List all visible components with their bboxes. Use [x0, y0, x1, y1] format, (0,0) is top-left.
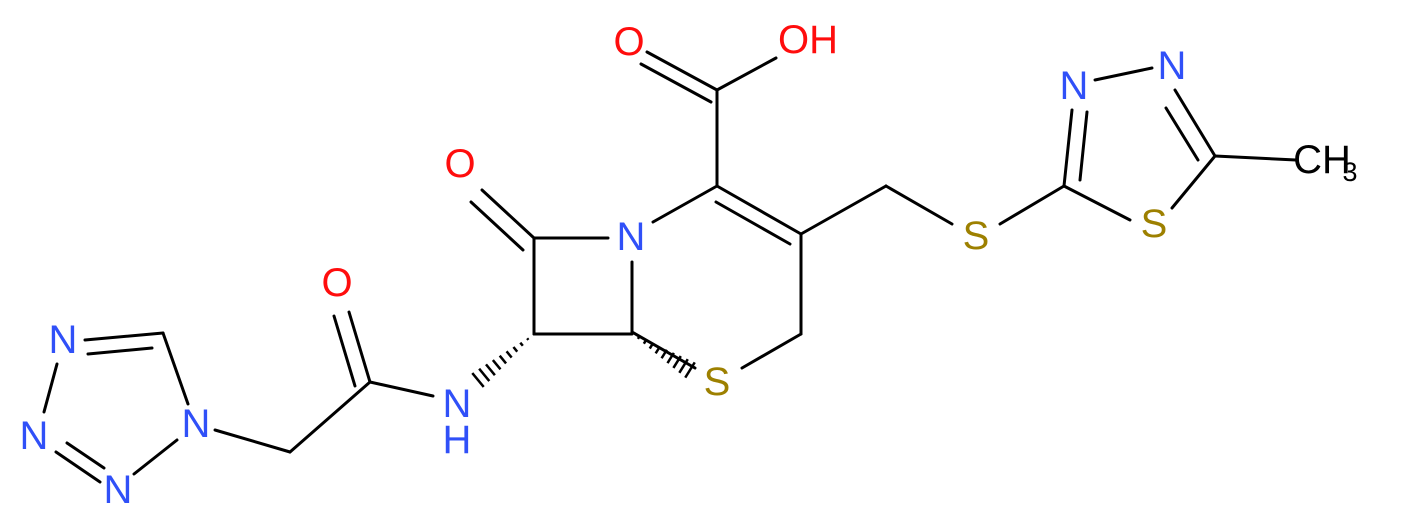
thioether-sulfur-label: S — [963, 214, 990, 258]
bond-td-n4-c5 — [1173, 88, 1217, 158]
tetrazole-n3-label: N — [20, 414, 49, 458]
bond-tz-n4-n3 — [42, 362, 59, 414]
amide-hydrogen-label: H — [443, 418, 472, 462]
tetrazole-n1-label: N — [182, 402, 211, 446]
bond-td-c5-ch3 — [1213, 154, 1298, 162]
hash-bond-c7-nh — [498, 354, 508, 365]
bond-td-c2-n3 — [1062, 108, 1074, 188]
hash-bond-c6-s — [672, 355, 682, 369]
bond-camide-ch2 — [288, 380, 372, 454]
methyl-subscript: 3 — [1342, 157, 1357, 187]
hash-bond-c7-nh — [512, 346, 519, 353]
thiadiazole-n4-label: N — [1158, 44, 1187, 88]
bond-tz-n1-c5 — [161, 331, 190, 406]
bond-carboxyl-c-o-b — [639, 62, 713, 104]
bonds — [42, 50, 1298, 484]
bond-td-n3-n4 — [1093, 66, 1154, 82]
bond-tz-n3-n2-inner — [65, 441, 106, 470]
bond-tz-c5-n4-inner — [86, 346, 154, 356]
bond-tz-c5-n4 — [83, 331, 165, 342]
bond-carboxyl-c-o-a — [645, 50, 719, 92]
bond-s-thiadiazole — [998, 184, 1066, 226]
thiadiazole-sulfur-label: S — [1141, 202, 1168, 246]
bond-td-c5-s1 — [1170, 154, 1217, 210]
bond-tz-n2-n1 — [132, 438, 179, 476]
bond-c8-o-a — [480, 188, 536, 240]
hash-bond-c6-s — [654, 345, 661, 355]
bond-c2-n — [651, 184, 719, 224]
bond-c8-o-b — [469, 200, 525, 252]
amide-nitrogen-label: N — [443, 382, 472, 426]
bond-nh-camide — [368, 380, 435, 398]
bond-td-c2-n3-inner — [1078, 110, 1089, 182]
hash-bond-c6-s — [642, 339, 648, 345]
bond-td-s1-c2 — [1062, 184, 1132, 222]
tetrazole-n2-label: N — [104, 468, 133, 512]
hash-bond-c7-nh — [491, 359, 502, 371]
bond-c2-c3 — [715, 184, 803, 236]
carboxyl-oxygen-label: O — [613, 20, 644, 64]
hash-bond-c7-nh — [471, 372, 485, 388]
bond-c3-ch2 — [799, 184, 888, 236]
amide-oxygen-label: O — [321, 261, 352, 305]
hash-bond-c6-s — [684, 361, 696, 379]
bond-carboxyl-c-oh — [715, 56, 778, 92]
bond-ch2-s — [884, 184, 954, 226]
stereo-hash-bonds — [471, 336, 696, 388]
methyl-label: CH — [1293, 138, 1351, 182]
hash-bond-c6-s — [666, 352, 675, 364]
bond-c2-c3-inner — [714, 200, 792, 246]
thiadiazole-n3-label: N — [1060, 64, 1089, 108]
hash-bond-c7-nh — [505, 350, 513, 359]
tetrazole-n4-label: N — [49, 318, 78, 362]
bond-ch2-tetrazole — [213, 428, 292, 454]
bond-c4-s — [740, 332, 803, 370]
hash-bond-c6-s — [636, 336, 641, 340]
hash-bond-c6-s — [678, 358, 689, 374]
bond-s-c6 — [630, 330, 697, 370]
hash-bond-c6-s — [660, 349, 668, 359]
hash-bond-c7-nh — [485, 363, 496, 376]
lactam-nitrogen-label: N — [617, 215, 646, 259]
bond-camide-o-a — [347, 310, 372, 384]
bond-tz-n3-n2 — [54, 450, 102, 484]
hash-bond-c7-nh — [478, 367, 491, 382]
bond-camide-o-b — [332, 314, 357, 388]
hash-bond-c6-s — [648, 342, 654, 350]
atom-labels: O OH O N S S N N S CH 3 O N H N N N N — [20, 18, 1358, 512]
ring-sulfur-label: S — [704, 360, 731, 404]
carboxyl-hydroxyl-label: OH — [778, 18, 838, 62]
lactam-oxygen-label: O — [444, 142, 475, 186]
bond-td-n4-c5-inner — [1164, 106, 1200, 162]
hash-bond-c7-nh — [526, 337, 530, 341]
hash-bond-c7-nh — [519, 341, 524, 347]
